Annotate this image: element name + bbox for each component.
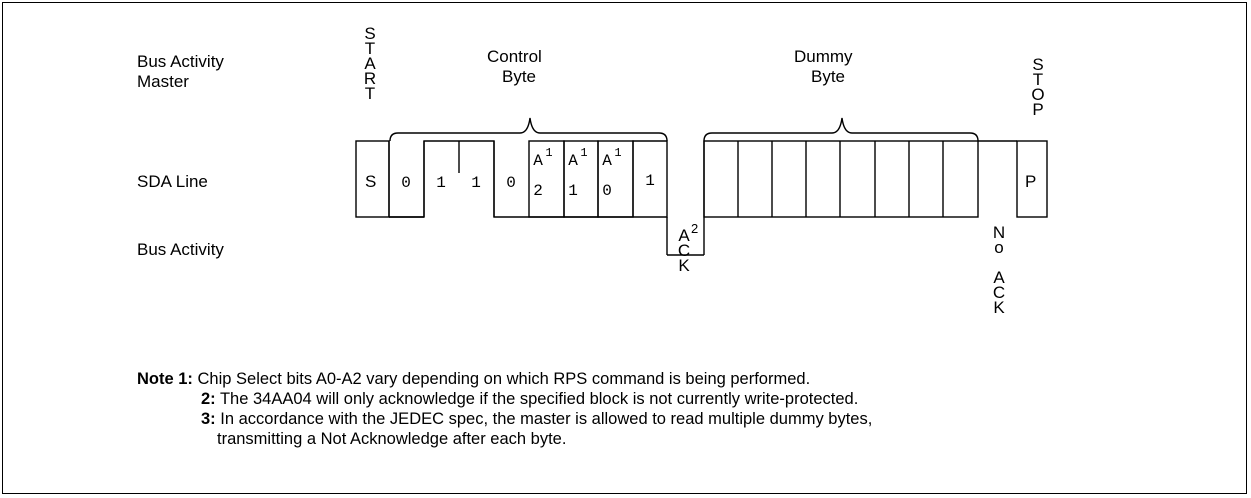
control-byte-label-line1: Control	[487, 47, 542, 66]
control-bit-a0-index: 0	[602, 182, 612, 200]
control-bit-a2-sup: 1	[545, 146, 553, 160]
control-bit-a0-letter: A	[602, 152, 612, 170]
control-bit-a0-sup: 1	[614, 146, 622, 160]
note-1: Note 1: Chip Select bits A0-A2 vary depe…	[137, 370, 811, 388]
notes-block: Note 1: Chip Select bits A0-A2 vary depe…	[137, 369, 872, 449]
control-bit-a2-letter: A	[533, 152, 543, 170]
sda-line-label: SDA Line	[137, 172, 208, 191]
stop-bit-box	[1016, 140, 1048, 218]
note-2: 2: The 34AA04 will only acknowledge if t…	[201, 390, 859, 408]
dummy-byte-label-line1: Dummy	[794, 47, 853, 66]
bus-activity-master-label-line2: Master	[137, 72, 189, 91]
stop-bit-symbol: P	[1025, 172, 1037, 191]
control-byte-label-line2: Byte	[502, 67, 537, 86]
control-bit-3: 0	[506, 174, 516, 192]
control-bit-2: 1	[471, 174, 481, 192]
control-bit-1: 1	[436, 174, 446, 192]
control-bit-a1-letter: A	[568, 152, 578, 170]
bus-activity-master-label-line1: Bus Activity	[137, 52, 224, 71]
start-bit-symbol: S	[365, 172, 377, 191]
note-3-continued: transmitting a Not Acknowledge after eac…	[217, 430, 567, 448]
control-bit-a1-index: 1	[568, 182, 578, 200]
control-byte-brace	[389, 117, 668, 142]
control-bit-a1-sup: 1	[580, 146, 588, 160]
dummy-byte-label-line2: Byte	[811, 67, 846, 86]
control-bit-0: 0	[401, 174, 411, 192]
control-bit-a2-index: 2	[533, 182, 543, 200]
control-bit-7: 1	[645, 172, 655, 190]
dummy-byte-cells	[703, 140, 979, 218]
ack-superscript: 2	[691, 221, 699, 236]
note-3: 3: In accordance with the JEDEC spec, th…	[201, 410, 873, 428]
bus-activity-label: Bus Activity	[137, 240, 224, 259]
dummy-byte-brace	[703, 117, 979, 142]
